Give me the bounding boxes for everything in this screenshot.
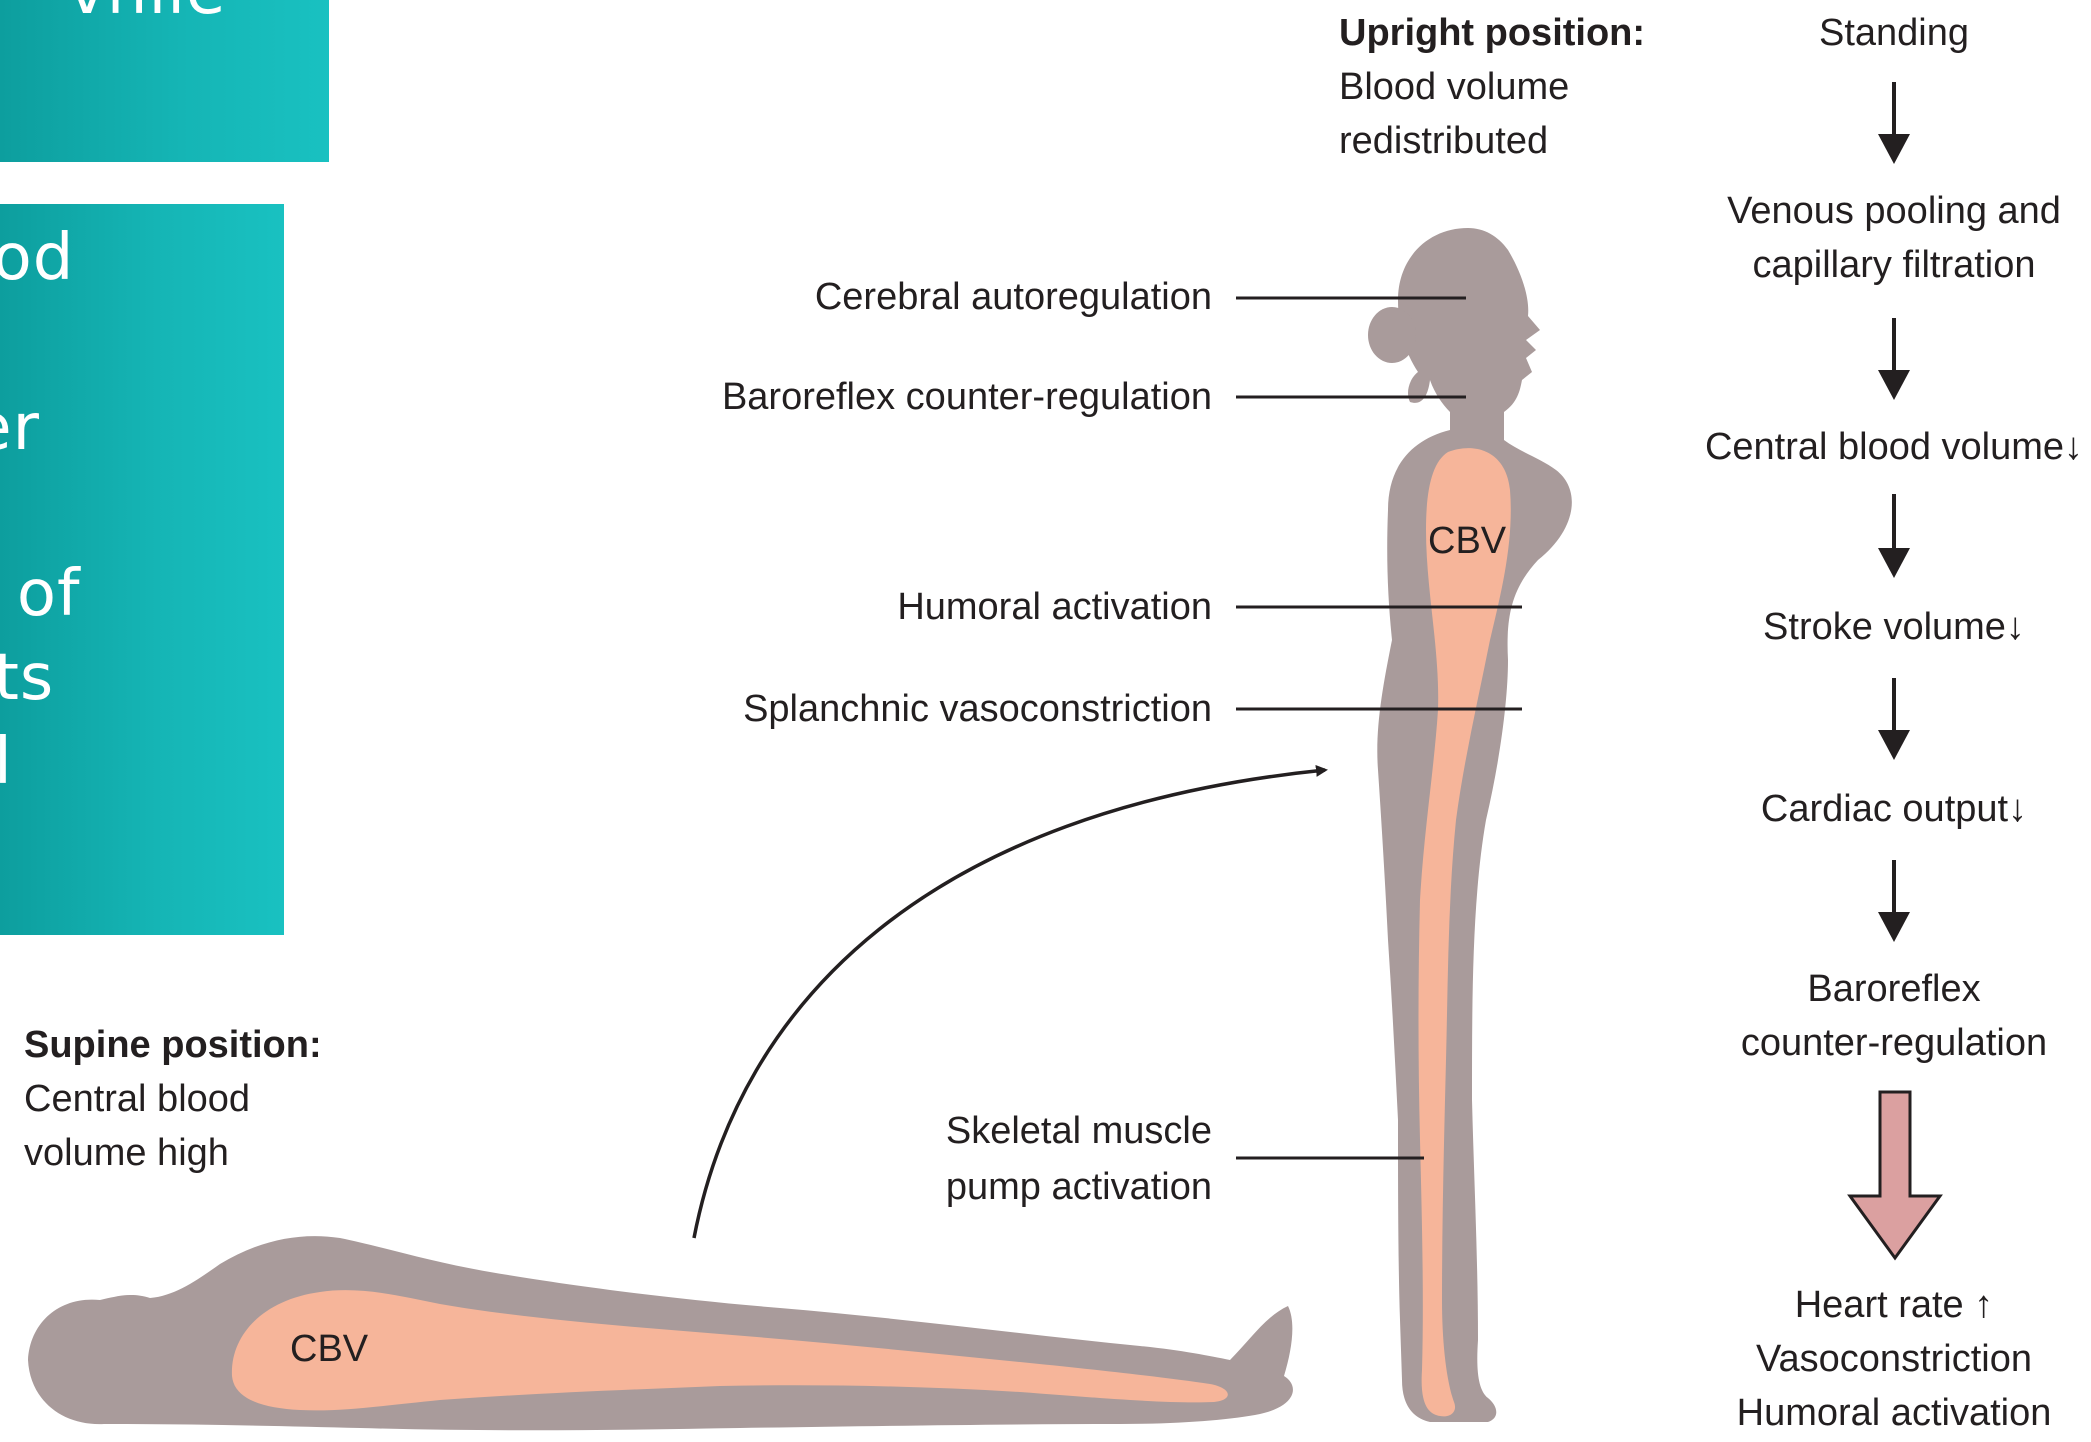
cascade-step-venous-pooling: Venous pooling and <box>1727 192 2061 230</box>
cascade-step-cardiac-output: Cardiac output↓ <box>1761 790 2027 828</box>
upright-heading: Upright position: <box>1339 14 1645 52</box>
standing-body-silhouette <box>1368 228 1572 1422</box>
cascade-arrow <box>1878 82 1910 164</box>
cascade-step-outcome: Humoral activation <box>1737 1394 2052 1432</box>
cascade-step-standing: Standing <box>1819 14 1969 52</box>
cbv-label-upright: CBV <box>1428 522 1506 560</box>
cascade-step-stroke-volume: Stroke volume↓ <box>1763 608 2025 646</box>
label-baroreflex-counter-regulation: Baroreflex counter-regulation <box>722 378 1212 416</box>
label-pump-activation: pump activation <box>946 1168 1212 1206</box>
cascade-arrow <box>1878 318 1910 400</box>
cascade-arrow <box>1878 860 1910 942</box>
cascade-step-baroreflex: Baroreflex <box>1807 970 1980 1008</box>
cascade-step-outcome: Vasoconstriction <box>1756 1340 2032 1378</box>
cascade-arrow <box>1878 494 1910 578</box>
label-humoral-activation: Humoral activation <box>897 588 1212 626</box>
upright-line: redistributed <box>1339 122 1548 160</box>
supine-heading: Supine position: <box>24 1026 322 1064</box>
supine-line: Central blood <box>24 1080 250 1118</box>
large-outcome-arrow <box>1850 1092 1940 1258</box>
label-skeletal-muscle: Skeletal muscle <box>946 1112 1212 1150</box>
cascade-step-outcome: Heart rate ↑ <box>1795 1286 1994 1324</box>
cbv-label-supine: CBV <box>290 1330 368 1368</box>
cascade-arrow <box>1878 678 1910 760</box>
cascade-step-venous-pooling: capillary filtration <box>1753 246 2036 284</box>
label-cerebral-autoregulation: Cerebral autoregulation <box>815 278 1212 316</box>
cascade-step-baroreflex: counter-regulation <box>1741 1024 2047 1062</box>
cascade-step-central-blood-volume: Central blood volume↓ <box>1705 428 2083 466</box>
upright-line: Blood volume <box>1339 68 1569 106</box>
supine-line: volume high <box>24 1134 229 1172</box>
label-splanchnic-vasoconstriction: Splanchnic vasoconstriction <box>743 690 1212 728</box>
